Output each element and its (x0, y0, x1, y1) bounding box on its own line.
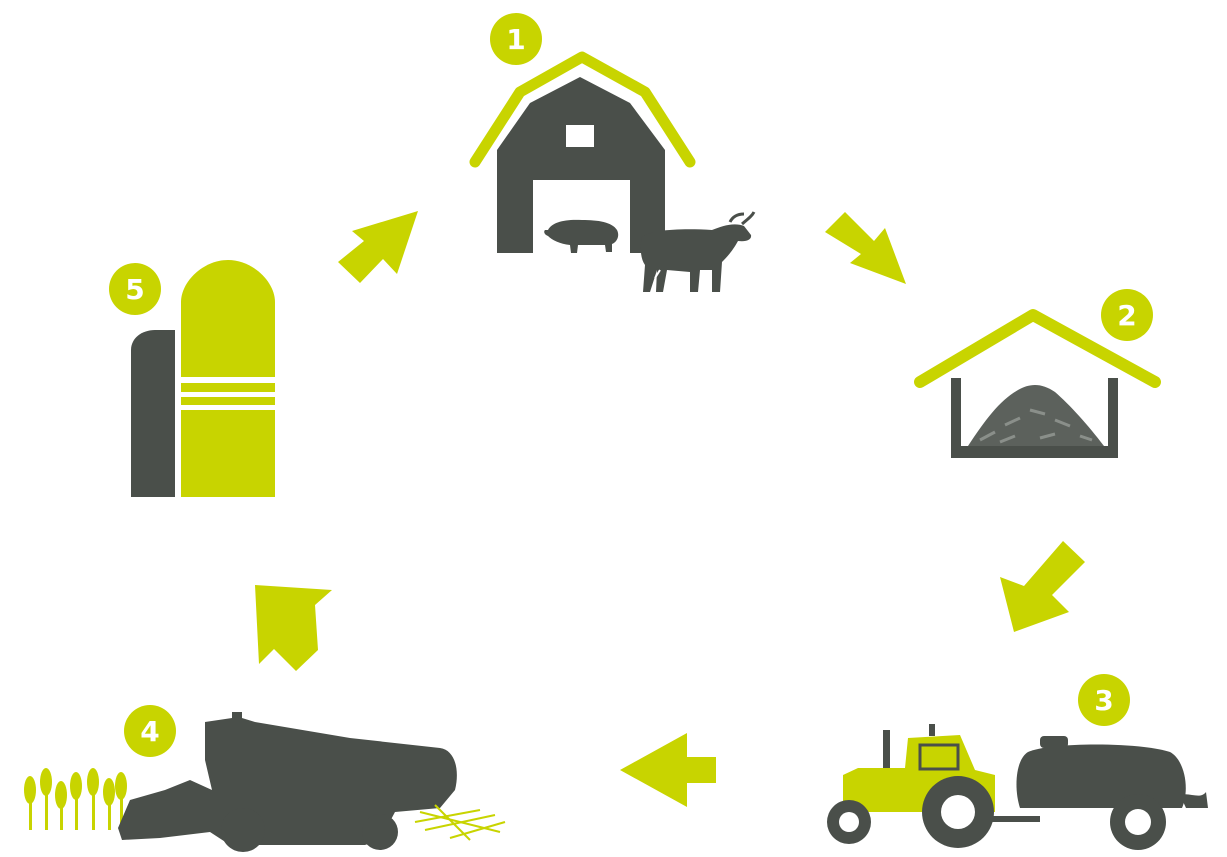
step-4-number: 4 (140, 715, 159, 748)
step-4-harvest: 4 (24, 705, 505, 852)
arrow-5-to-1 (338, 211, 418, 283)
step-2-badge: 2 (1101, 289, 1153, 341)
step-1-number: 1 (506, 23, 525, 56)
step-2-manure-storage: 2 (920, 289, 1155, 458)
step-1-barn: 1 (475, 13, 754, 292)
step-4-badge: 4 (124, 705, 176, 757)
straw-icon (415, 805, 505, 840)
arrow-4-to-5 (255, 585, 332, 671)
step-3-badge: 3 (1078, 674, 1130, 726)
step-5-badge: 5 (109, 263, 161, 315)
step-5-silo: 5 (109, 260, 275, 497)
pig-icon (544, 220, 618, 253)
step-3-number: 3 (1094, 684, 1113, 717)
wheat-icon (24, 768, 127, 830)
step-3-tractor: 3 (827, 674, 1208, 850)
step-2-number: 2 (1117, 299, 1136, 332)
step-5-number: 5 (125, 273, 144, 306)
arrow-3-to-4 (620, 733, 716, 807)
arrow-1-to-2 (825, 212, 906, 284)
step-1-badge: 1 (490, 13, 542, 65)
arrow-2-to-3 (1000, 541, 1085, 632)
tractor-icon (827, 724, 1208, 850)
